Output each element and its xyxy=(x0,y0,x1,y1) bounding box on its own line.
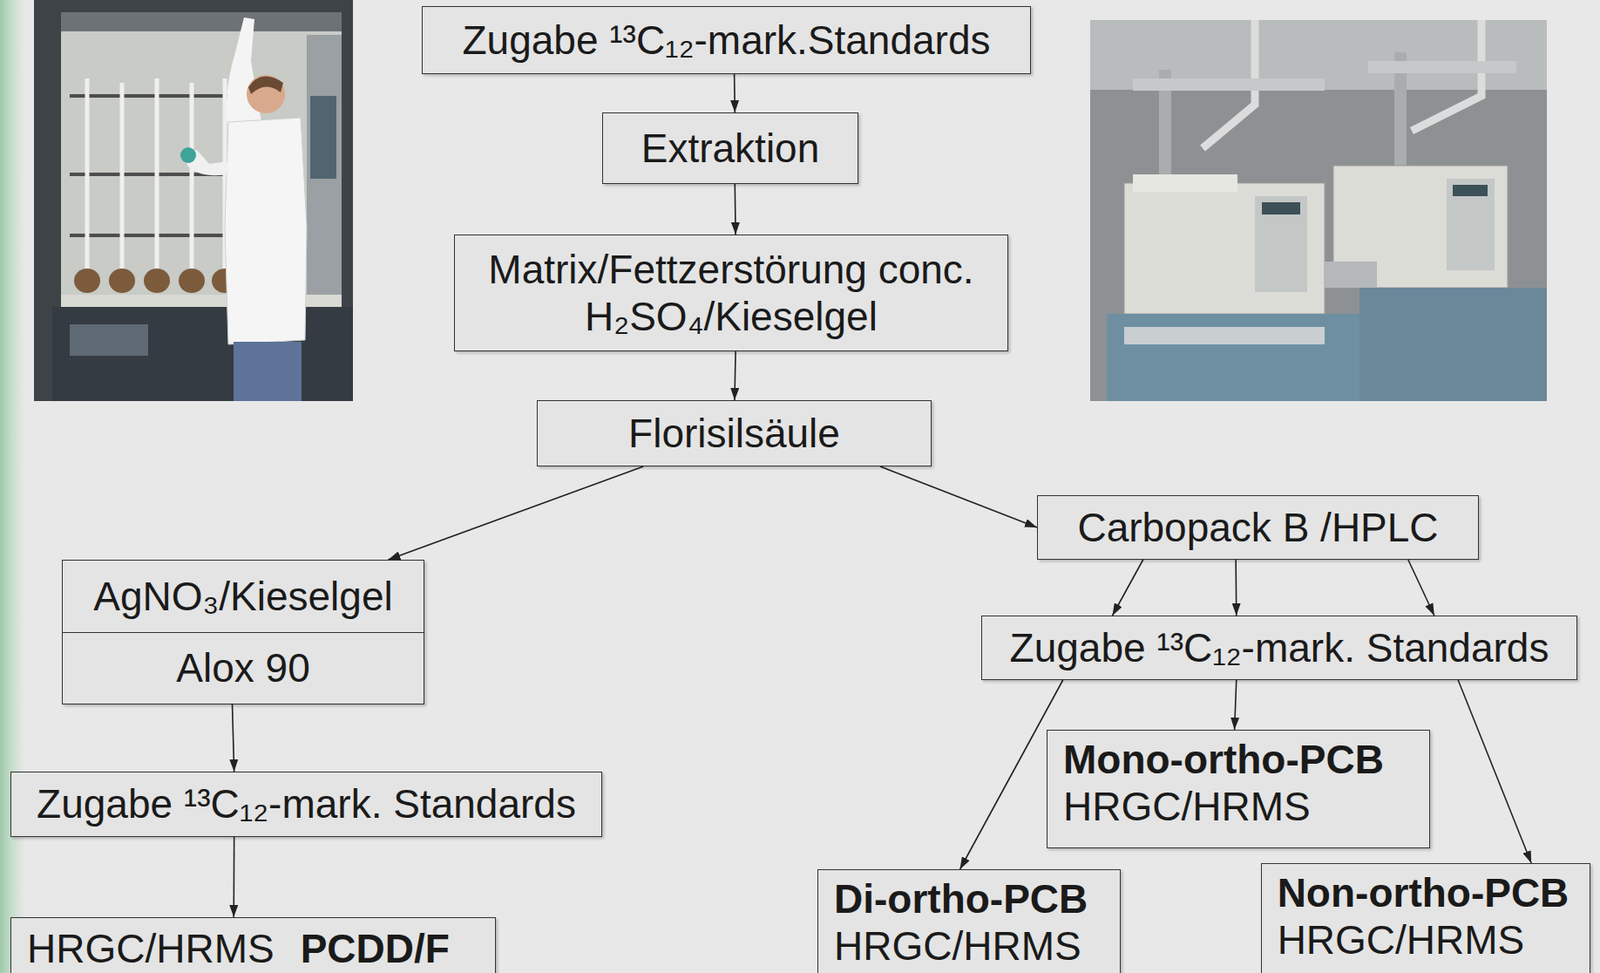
text-line: Di-ortho-PCB xyxy=(833,874,1088,923)
box-text: Matrix/Fettzerstörung conc. H₂SO₄/Kiesel… xyxy=(488,246,974,339)
photo-frame xyxy=(1090,20,1547,401)
text-line: Carbopack B /HPLC xyxy=(1077,503,1438,551)
autosampler-rail xyxy=(1368,61,1517,74)
text-line: HRGC/HRMS xyxy=(1277,915,1526,963)
box-text: Zugabe ¹³C₁₂-mark. Standards xyxy=(1010,623,1550,672)
flasks xyxy=(74,268,238,293)
text-line: Zugabe ¹³C₁₂-mark. Standards xyxy=(1010,623,1550,672)
text-line: HRGC/HRMS xyxy=(1063,782,1311,830)
instrument-photo xyxy=(1090,20,1547,401)
flow-arrow xyxy=(232,836,235,917)
bench-drawer xyxy=(1124,326,1325,345)
text-line: Extraktion xyxy=(641,124,821,172)
text-line: Zugabe ¹³C₁₂-mark.Standards xyxy=(461,16,990,64)
gc-display xyxy=(1261,202,1301,215)
process-box: Carbopack B /HPLC xyxy=(1037,494,1479,560)
control-panel xyxy=(69,324,149,356)
glove xyxy=(180,147,197,163)
box-text: AgNO₃/Kieselgel xyxy=(93,572,393,620)
box-heading: PCDD/F xyxy=(300,924,450,972)
box-heading: Non-ortho-PCB xyxy=(1277,868,1570,916)
flow-arrow xyxy=(1408,559,1435,616)
hood-side xyxy=(306,34,342,297)
ms-interface xyxy=(1324,261,1377,288)
box-text: Zugabe ¹³C₁₂-mark. Standards xyxy=(36,779,577,828)
flow-arrow xyxy=(232,704,235,772)
raised-arm xyxy=(226,17,262,131)
box-text: Carbopack B /HPLC xyxy=(1077,503,1438,551)
glass-columns xyxy=(87,78,225,279)
hood-cabinet xyxy=(52,306,353,401)
result-box: Mono-ortho-PCBHRGC/HRMS xyxy=(1046,729,1431,848)
text-line: HRGC/HRMS xyxy=(27,924,275,972)
hood-label xyxy=(310,95,337,179)
text-line: Zugabe ¹³C₁₂-mark. Standards xyxy=(36,779,577,828)
gc-lid xyxy=(1132,174,1238,192)
box-text: Florisilsäule xyxy=(628,409,841,457)
box-text: Alox 90 xyxy=(176,644,310,692)
box-heading: Mono-ortho-PCB xyxy=(1063,735,1384,783)
flow-arrow xyxy=(1234,559,1237,616)
hair xyxy=(248,76,284,95)
flow-arrow xyxy=(1234,679,1237,730)
box-text: Extraktion xyxy=(641,124,821,172)
split-box: AgNO₃/KieselgelAlox 90 xyxy=(61,559,425,705)
box-text: Zugabe ¹³C₁₂-mark.Standards xyxy=(461,16,990,64)
text-line: Alox 90 xyxy=(62,631,424,705)
flow-arrow xyxy=(1457,679,1532,863)
bench xyxy=(1359,287,1547,401)
text-line: AgNO₃/Kieselgel xyxy=(62,560,424,632)
gc-panel xyxy=(1446,178,1495,271)
text-line: HRGC/HRMS xyxy=(833,922,1082,970)
text-line: Mono-ortho-PCB xyxy=(1063,735,1384,783)
text-line: PCDD/F xyxy=(300,924,450,972)
lab-coat xyxy=(224,117,307,345)
text-line: Florisilsäule xyxy=(628,409,841,457)
flow-arrow xyxy=(733,74,736,113)
gc-panel xyxy=(1254,196,1308,292)
hood-top xyxy=(61,12,342,32)
process-box: Extraktion xyxy=(602,112,859,184)
box-heading: Di-ortho-PCB xyxy=(833,874,1088,923)
box-text: HRGC/HRMS xyxy=(27,924,275,972)
process-box: Zugabe ¹³C₁₂-mark. Standards xyxy=(981,615,1578,680)
flow-arrow xyxy=(387,466,644,560)
result-box: Non-ortho-PCBHRGC/HRMS xyxy=(1261,862,1592,973)
flow-arrow xyxy=(880,466,1038,528)
process-box: Zugabe ¹³C₁₂-mark. Standards xyxy=(10,771,603,837)
flow-arrow xyxy=(733,183,736,235)
process-box: Matrix/Fettzerstörung conc. H₂SO₄/Kiesel… xyxy=(454,234,1009,352)
bench xyxy=(1106,313,1369,401)
process-box: Zugabe ¹³C₁₂-mark.Standards xyxy=(421,6,1031,75)
box-text: HRGC/HRMS xyxy=(1277,915,1526,963)
process-box: Florisilsäule xyxy=(536,400,932,467)
gc-unit xyxy=(1124,183,1325,314)
text-line: Matrix/Fettzerstörung conc. H₂SO₄/Kiesel… xyxy=(472,245,990,341)
fume-hood-photo xyxy=(33,0,353,401)
gc-display xyxy=(1452,184,1488,197)
text-line: Non-ortho-PCB xyxy=(1277,868,1570,916)
flow-arrow xyxy=(734,351,736,400)
autosampler-rail xyxy=(1132,78,1325,91)
jeans xyxy=(233,341,302,401)
result-box: HRGC/HRMS PCDD/F xyxy=(10,916,496,973)
result-box: Di-ortho-PCBHRGC/HRMS xyxy=(817,868,1121,973)
flow-arrow xyxy=(1111,559,1143,616)
box-text: HRGC/HRMS xyxy=(833,922,1082,970)
photo-frame xyxy=(33,0,353,401)
head xyxy=(246,74,285,114)
box-text: HRGC/HRMS xyxy=(1063,782,1311,830)
